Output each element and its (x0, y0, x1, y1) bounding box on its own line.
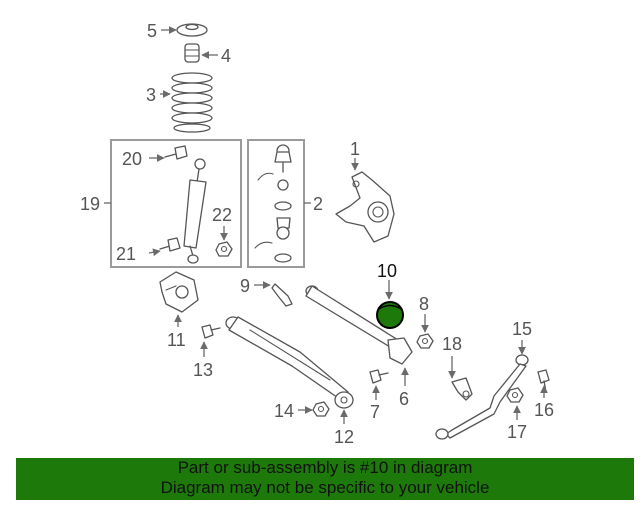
callout-20[interactable]: 20 (122, 149, 142, 169)
part-1-knuckle[interactable] (335, 171, 395, 243)
callout-19[interactable]: 19 (80, 194, 100, 214)
callout-leaders (104, 26, 548, 424)
part-17-nut[interactable] (506, 387, 524, 403)
banner-line-1: Part or sub-assembly is #10 in diagram (177, 458, 473, 477)
parts-diagram: 5 4 3 1 2 19 20 21 22 9 10 8 11 13 6 7 1… (80, 21, 554, 447)
callout-2[interactable]: 2 (313, 194, 323, 214)
callout-21[interactable]: 21 (116, 244, 136, 264)
banner-line-2: Diagram may not be specific to your vehi… (160, 478, 490, 497)
callout-11[interactable]: 11 (167, 330, 186, 350)
part-15-track-bar[interactable] (435, 354, 529, 440)
part-22-nut[interactable] (215, 241, 233, 257)
part-4-bump-stop[interactable] (184, 43, 200, 63)
callout-22[interactable]: 22 (212, 205, 232, 225)
callout-10[interactable]: 10 (377, 261, 397, 281)
callout-16[interactable]: 16 (534, 400, 554, 420)
part-21-bolt[interactable] (159, 237, 181, 252)
part-11-bracket[interactable] (159, 271, 199, 313)
callout-6[interactable]: 6 (399, 389, 409, 409)
part-5-spring-seat[interactable] (176, 23, 208, 37)
callout-15[interactable]: 15 (512, 319, 532, 339)
callout-1[interactable]: 1 (350, 139, 360, 159)
part-2-ball-joint-kit[interactable] (254, 144, 292, 263)
part-20-bolt[interactable] (164, 145, 188, 160)
part-3-coil-spring[interactable] (171, 72, 213, 133)
callout-4[interactable]: 4 (221, 46, 231, 66)
callout-17[interactable]: 17 (507, 422, 527, 442)
callout-18[interactable]: 18 (442, 334, 462, 354)
callout-9[interactable]: 9 (240, 276, 250, 296)
part-8-nut[interactable] (416, 333, 434, 349)
part-6-upper-control-arm[interactable] (305, 285, 413, 365)
callout-labels: 5 4 3 1 2 19 20 21 22 9 10 8 11 13 6 7 1… (80, 21, 554, 447)
callout-12[interactable]: 12 (334, 427, 354, 447)
part-9-link[interactable] (271, 283, 293, 307)
callout-7[interactable]: 7 (370, 402, 380, 422)
callout-3[interactable]: 3 (146, 85, 156, 105)
callout-8[interactable]: 8 (419, 294, 429, 314)
callout-14[interactable]: 14 (274, 401, 294, 421)
part-18-link[interactable] (451, 377, 473, 401)
part-7-bolt[interactable] (369, 369, 389, 384)
callout-13[interactable]: 13 (193, 360, 213, 380)
callout-5[interactable]: 5 (147, 21, 157, 41)
part-13-bolt[interactable] (201, 324, 221, 339)
info-banner: Part or sub-assembly is #10 in diagram D… (16, 458, 634, 500)
part-10-bushing[interactable] (376, 301, 404, 329)
part-19-shock-absorber[interactable] (183, 158, 207, 264)
part-14-nut[interactable] (312, 401, 330, 417)
part-12-lower-control-arm[interactable] (225, 316, 354, 409)
